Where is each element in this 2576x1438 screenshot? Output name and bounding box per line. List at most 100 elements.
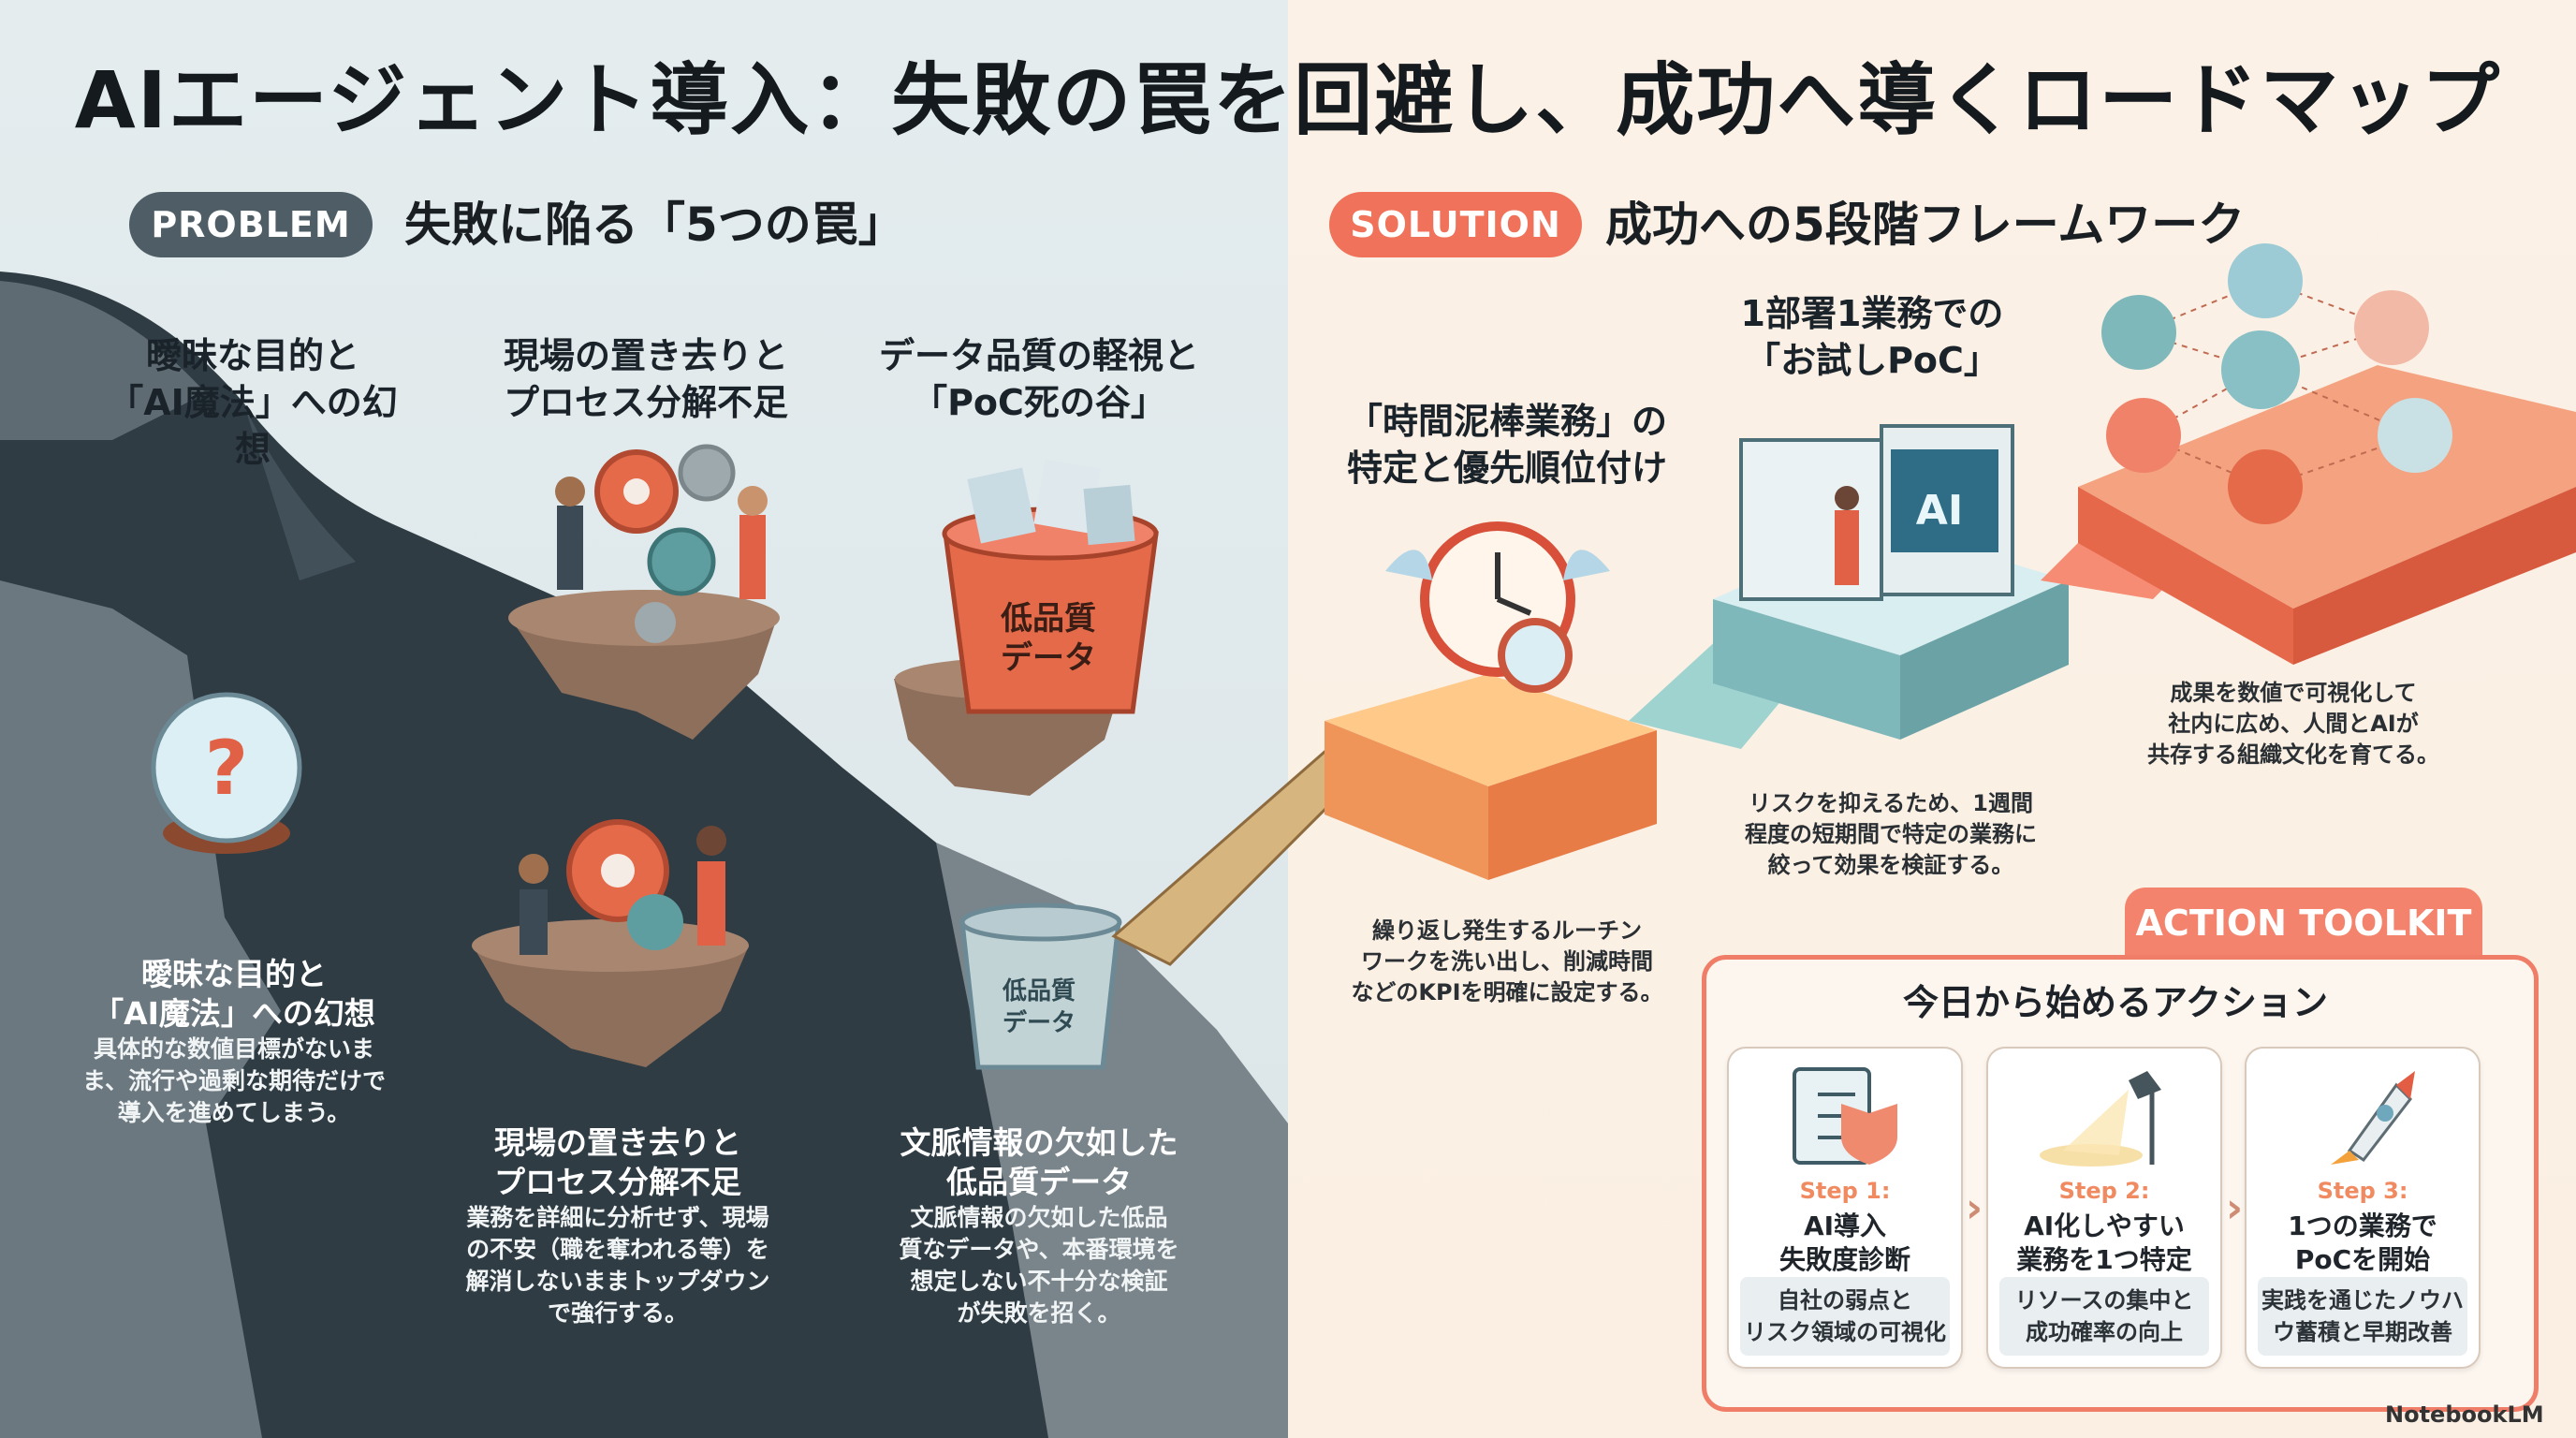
stage-title-line: 1部署1業務での (1740, 293, 2004, 334)
toolkit-tab: ACTION TOOLKIT (2125, 888, 2482, 959)
trash-label: 低品質 データ (973, 976, 1105, 1039)
floating-rock-sinking (472, 819, 749, 1067)
stage-desc-line: 成果を数値で可視化して (2170, 680, 2417, 706)
stage-desc-line: 社内に広め、人間とAIが (2168, 711, 2419, 737)
step-outcome-line: 成功確率の向上 (2026, 1319, 2183, 1345)
trap-detail-2: 現場の置き去りと プロセス分解不足 業務を詳細に分析せず、現場 の不安（職を奪わ… (440, 1123, 796, 1329)
trap-detail-1: 曖昧な目的と 「AI魔法」への幻想 具体的な数値目標がないま ま、流行や過剰な期… (56, 955, 412, 1129)
trap-title-3: データ品質の軽視と 「PoC死の谷」 (871, 332, 1208, 426)
step-name-line: 失敗度診断 (1778, 1244, 1910, 1275)
step-outcome-line: ウ蓄積と早期改善 (2273, 1319, 2452, 1345)
step-number: Step 2: (2058, 1178, 2150, 1204)
step-name: AI導入 失敗度診断 (1729, 1210, 1961, 1277)
stage-2-title: 1部署1業務での 「お試しPoC」 (1713, 290, 2031, 384)
chevron-right-icon: › (2226, 1184, 2244, 1232)
stage-step-2 (1713, 424, 2069, 740)
bucket-label-line: データ (1001, 639, 1096, 677)
trap-detail-3: 文脈情報の欠如した 低品質データ 文脈情報の欠如した低品 質なデータや、本番環境… (871, 1123, 1208, 1329)
step-name-line: PoCを開始 (2294, 1244, 2431, 1275)
problem-badge: PROBLEM (129, 192, 373, 257)
detail-head: 文脈情報の欠如した (900, 1124, 1178, 1161)
detail-head: 低品質データ (946, 1164, 1132, 1200)
detail-body: 解消しないままトップダウン (465, 1268, 770, 1295)
screen-label: AI (1916, 487, 1963, 535)
stage-desc-line: 繰り返し発生するルーチン (1372, 917, 1642, 944)
trap-title-line: 「PoC死の谷」 (912, 382, 1166, 423)
step-number: Step 1: (1799, 1178, 1891, 1204)
step-outcome: 実践を通じたノウハ ウ蓄積と早期改善 (2258, 1277, 2467, 1356)
solution-heading: 成功への5段階フレームワーク (1605, 198, 2246, 252)
trap-title-1: 曖昧な目的と 「AI魔法」への幻想 (103, 332, 402, 473)
stage-desc-line: 程度の短期間で特定の業務に (1745, 821, 2037, 847)
detail-body: で強行する。 (547, 1299, 688, 1327)
stage-1-desc: 繰り返し発生するルーチン ワークを洗い出し、削減時間 などのKPIを明確に設定す… (1329, 916, 1685, 1008)
step-card-3: Step 3: 1つの業務で PoCを開始 実践を通じたノウハ ウ蓄積と早期改善 (2245, 1047, 2481, 1369)
detail-body: の不安（職を奪われる等）を (466, 1236, 769, 1263)
detail-head: 「AI魔法」への幻想 (93, 995, 375, 1032)
trap-title-line: 曖昧な目的と (145, 335, 359, 376)
step-outcome-line: リスク領域の可視化 (1744, 1319, 1946, 1345)
bucket-label-line: 低品質 (1001, 600, 1096, 638)
chevron-right-icon: › (1966, 1184, 1983, 1232)
problem-heading: 失敗に陥る「5つの罠」 (404, 198, 905, 252)
step-name: 1つの業務で PoCを開始 (2247, 1210, 2479, 1277)
checklist-shield-icon (1793, 1067, 1897, 1165)
detail-head: 曖昧な目的と (141, 956, 327, 992)
stage-step-1 (1325, 674, 1657, 880)
trap-title-2: 現場の置き去りと プロセス分解不足 (487, 332, 805, 426)
stage-3-desc: 成果を数値で可視化して 社内に広め、人間とAIが 共存する組織文化を育てる。 (2115, 678, 2471, 770)
people-avatars (2101, 243, 2452, 524)
step-name-line: AI化しやすい (2024, 1211, 2185, 1241)
stage-desc-line: リスクを抑えるため、1週間 (1749, 790, 2033, 816)
step-outcome: 自社の弱点と リスク領域の可視化 (1740, 1277, 1950, 1356)
svg-text:?: ? (205, 725, 248, 812)
step-outcome-line: 自社の弱点と (1778, 1287, 1912, 1313)
detail-body: 想定しない不十分な検証 (910, 1268, 1168, 1295)
step-card-2: Step 2: AI化しやすい 業務を1つ特定 リソースの集中と 成功確率の向上 (1986, 1047, 2222, 1369)
step-outcome-line: 実践を通じたノウハ (2261, 1287, 2464, 1313)
step-outcome: リソースの集中と 成功確率の向上 (1999, 1277, 2209, 1356)
detail-body: が失敗を招く。 (957, 1299, 1121, 1327)
detail-body: 業務を詳細に分析せず、現場 (466, 1204, 769, 1231)
detail-body: 具体的な数値目標がないま (93, 1035, 374, 1063)
detail-body: 文脈情報の欠如した低品 (910, 1204, 1168, 1231)
step-name-line: 1つの業務で (2288, 1211, 2437, 1241)
step-outcome-line: リソースの集中と (2014, 1287, 2194, 1313)
trap-title-line: データ品質の軽視と (878, 335, 1199, 376)
stage-title-line: 「時間泥棒業務」の (1346, 401, 1667, 442)
detail-head: 現場の置き去りと (494, 1124, 741, 1161)
stopwatch-icon (1385, 521, 1610, 693)
stage-2-desc: リスクを抑えるため、1週間 程度の短期間で特定の業務に 絞って効果を検証する。 (1713, 788, 2069, 881)
step-card-1: Step 1: AI導入 失敗度診断 自社の弱点と リスク領域の可視化 (1727, 1047, 1963, 1369)
stage-desc-line: などのKPIを明確に設定する。 (1351, 979, 1663, 1005)
stage-step-3 (2078, 365, 2576, 665)
detail-body: 導入を進めてしまう。 (117, 1099, 351, 1126)
detail-head: プロセス分解不足 (494, 1164, 741, 1200)
toolkit-heading: 今日から始めるアクション (1902, 982, 2329, 1023)
step-number: Step 3: (2317, 1178, 2408, 1204)
rocket-icon (2331, 1071, 2415, 1165)
trap-title-line: プロセス分解不足 (503, 382, 788, 423)
floating-rock-gears (508, 444, 780, 740)
trap-title-line: 現場の置き去りと (503, 335, 788, 376)
floating-rock-bucket (894, 459, 1159, 796)
detail-body: 質なデータや、本番環境を (899, 1236, 1179, 1263)
page-title: AIエージェント導入：失敗の罠を回避し、成功へ導くロードマップ (74, 54, 2502, 146)
trash-can-icon (959, 902, 1122, 1070)
crystal-ball-icon: ? (151, 692, 302, 854)
stage-desc-line: ワークを洗い出し、削減時間 (1361, 948, 1653, 975)
step-name-line: 業務を1つ特定 (2016, 1244, 2192, 1275)
stage-1-title: 「時間泥棒業務」の 特定と優先順位付け (1329, 398, 1685, 492)
brand-label: NotebookLM (2385, 1401, 2544, 1428)
bucket-label: 低品質 データ (983, 599, 1114, 678)
stage-desc-line: 絞って効果を検証する。 (1767, 852, 2014, 878)
trap-title-line: 「AI魔法」への幻想 (108, 382, 398, 470)
trash-label-line: 低品質 (1002, 977, 1076, 1005)
spotlight-icon (2040, 1071, 2161, 1167)
stage-title-line: 「お試しPoC」 (1745, 340, 1999, 381)
step-name-line: AI導入 (1803, 1211, 1887, 1241)
step-name: AI化しやすい 業務を1つ特定 (1988, 1210, 2220, 1277)
stage-desc-line: 共存する組織文化を育てる。 (2147, 741, 2439, 768)
trash-label-line: データ (1002, 1009, 1076, 1037)
